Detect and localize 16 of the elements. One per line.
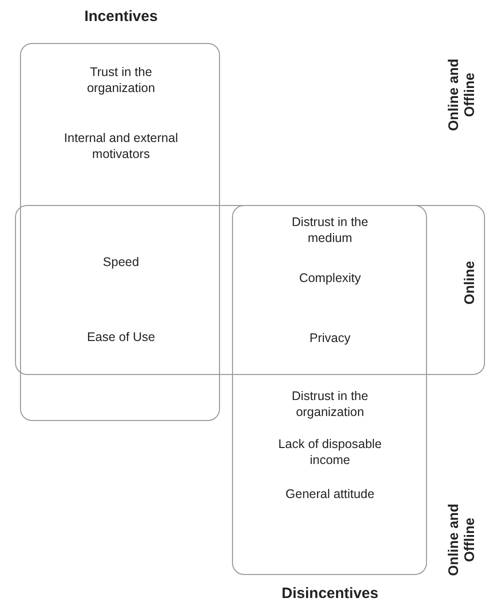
heading: Incentives (83, 9, 159, 25)
heading: Disincentives (280, 586, 380, 601)
factor-text: Speed (102, 254, 140, 270)
factor-text: Ease of Use (86, 329, 156, 345)
factor-text: Privacy (308, 330, 352, 346)
factor-text: General attitude (284, 486, 376, 502)
rounded-box (15, 205, 485, 375)
category-label: Online and Offline (445, 58, 477, 134)
category-label: Online (461, 261, 477, 305)
factor-text: Internal and external motivators (63, 130, 179, 162)
factor-text: Trust in the organization (86, 64, 156, 96)
factor-text: Distrust in the medium (290, 214, 370, 246)
factor-text: Lack of disposable income (277, 436, 383, 468)
factor-text: Complexity (298, 270, 362, 286)
factor-text: Distrust in the organization (290, 388, 370, 420)
category-label: Online and Offline (445, 502, 477, 578)
